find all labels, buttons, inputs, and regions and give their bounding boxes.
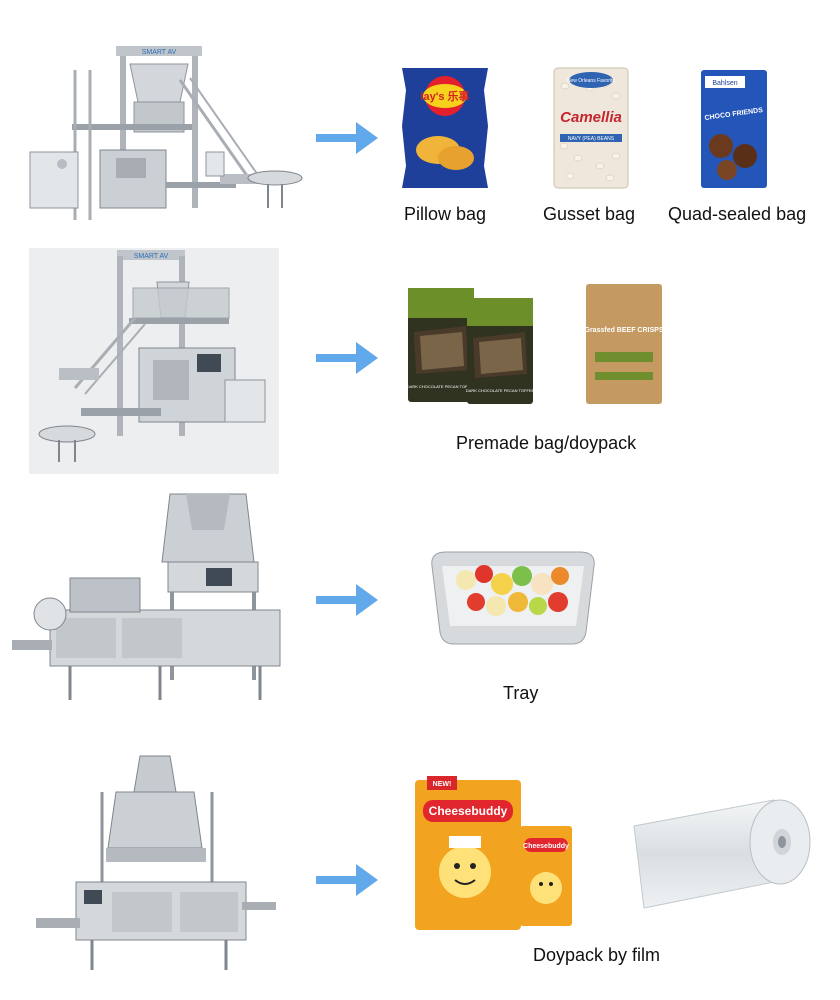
machine-brand-1: SMART AV xyxy=(142,49,177,56)
premade-bag-label: Premade bag/doypack xyxy=(456,433,637,453)
vffs-packing-machine: SMART AV xyxy=(20,40,305,220)
gusset-bag-image: New Orleans Favorite Camellia NAVY (PEA)… xyxy=(550,66,632,190)
doypack-1-print: DARK CHOCOLATE PECAN TOFFEE xyxy=(407,384,476,389)
cheesebuddy-pouch-large-image: NEW! Cheesebuddy xyxy=(413,774,525,932)
kraft-bag-image: Grassfed BEEF CRISPS xyxy=(583,282,665,406)
doypack-bag-image-1: DARK CHOCOLATE PECAN TOFFEE xyxy=(406,286,476,404)
arrow-right-icon xyxy=(316,864,378,896)
pillow-bag-label: Pillow bag xyxy=(404,204,487,224)
premade-bag-packing-machine: SMART AV xyxy=(29,248,279,474)
doypack-from-film-machine xyxy=(36,752,276,976)
film-roll-image xyxy=(624,796,820,914)
machine-brand-2: SMART AV xyxy=(134,253,169,260)
quad-sealed-bag-image: Bahlsen CHOCO FRIENDS xyxy=(697,66,771,192)
arrow-right-icon xyxy=(316,584,378,616)
doypack-by-film-label: Doypack by film xyxy=(533,945,661,965)
gusset-bag-print-bottom: NAVY (PEA) BEANS xyxy=(568,136,615,142)
arrow-right-icon xyxy=(316,122,378,154)
quad-bag-brand: Bahlsen xyxy=(712,80,737,87)
tray-label: Tray xyxy=(503,683,539,703)
gusset-bag-print-top: New Orleans Favorite xyxy=(567,78,616,84)
cheesebuddy-print-small: Cheesebuddy xyxy=(523,843,569,850)
gusset-bag-label: Gusset bag xyxy=(543,204,636,224)
cheesebuddy-print-large: Cheesebuddy xyxy=(429,804,508,818)
kraft-bag-print: Grassfed BEEF CRISPS xyxy=(585,327,664,334)
arrow-right-icon xyxy=(316,342,378,374)
tray-image xyxy=(426,540,600,650)
doypack-bag-image-2: DARK CHOCOLATE PECAN TOFFEE xyxy=(465,296,535,406)
cheesebuddy-pouch-small-image: Cheesebuddy xyxy=(518,824,574,928)
quad-sealed-bag-label: Quad-sealed bag xyxy=(668,204,807,224)
cheesebuddy-badge: NEW! xyxy=(433,781,452,788)
pillow-bag-image: lay's 乐事 xyxy=(398,66,492,192)
doypack-2-print: DARK CHOCOLATE PECAN TOFFEE xyxy=(466,388,535,393)
pillow-bag-print: lay's 乐事 xyxy=(420,89,469,103)
gusset-bag-print: Camellia xyxy=(560,109,622,126)
tray-packing-machine xyxy=(10,490,285,716)
